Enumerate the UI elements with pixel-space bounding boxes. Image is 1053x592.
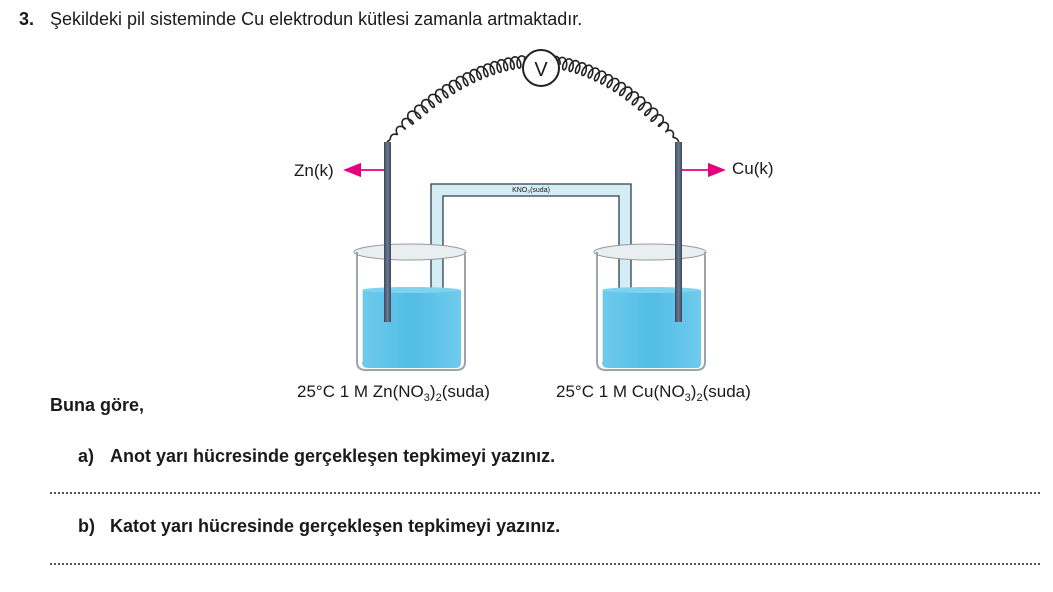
left-solution-label: 25°C 1 M Zn(NO3)2(suda) bbox=[297, 382, 490, 404]
voltmeter: V bbox=[522, 49, 560, 87]
item-b-letter: b) bbox=[78, 516, 95, 536]
answer-line-b[interactable] bbox=[50, 563, 1040, 565]
left-electrode-label: Zn(k) bbox=[294, 161, 334, 180]
answer-line-a[interactable] bbox=[50, 492, 1040, 494]
prompt-text: Buna göre, bbox=[50, 395, 145, 415]
item-b: b) Katot yarı hücresinde gerçekleşen tepk… bbox=[78, 516, 560, 537]
copper-electrode bbox=[675, 142, 682, 322]
item-a-text: Anot yarı hücresinde gerçekleşen tepkime… bbox=[110, 446, 556, 466]
item-b-text: Katot yarı hücresinde gerçekleşen tepkim… bbox=[110, 516, 561, 536]
voltmeter-symbol: V bbox=[534, 59, 548, 81]
item-a-letter: a) bbox=[78, 446, 95, 466]
right-solution-label: 25°C 1 M Cu(NO3)2(suda) bbox=[556, 382, 751, 404]
item-a: a) Anot yarı hücresinde gerçekleşen tepki… bbox=[78, 446, 555, 467]
question-number: 3. bbox=[19, 9, 35, 29]
zinc-electrode bbox=[384, 142, 391, 322]
question-text: Şekildeki pil sisteminde Cu elektrodun k… bbox=[50, 9, 583, 29]
right-electrode-label: Cu(k) bbox=[732, 159, 774, 178]
salt-bridge-label: KNO₃(suda) bbox=[512, 187, 550, 194]
right-beaker bbox=[593, 243, 707, 371]
left-beaker bbox=[353, 243, 467, 371]
